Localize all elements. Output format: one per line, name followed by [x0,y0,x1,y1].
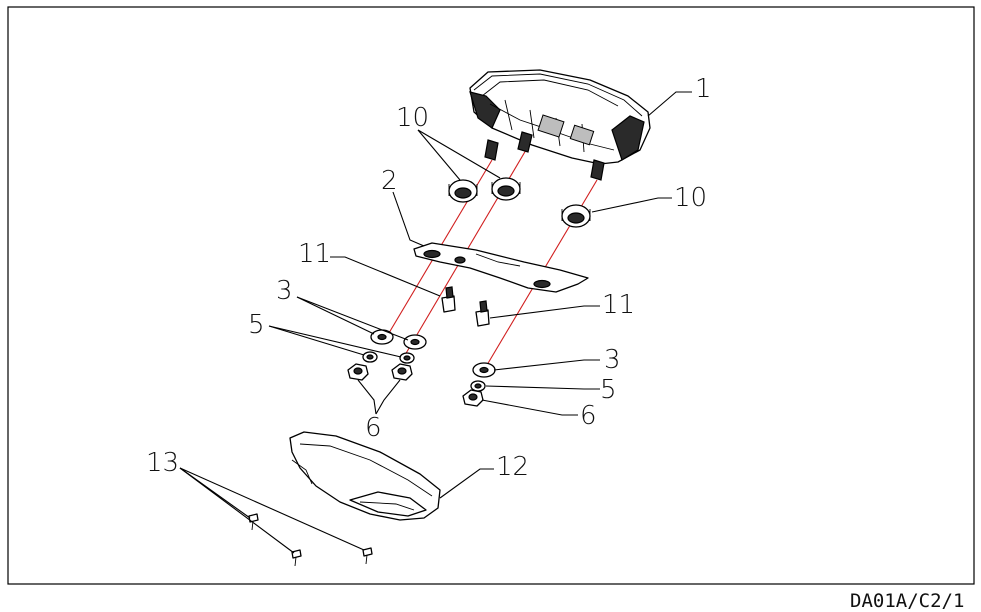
screws [248,513,373,567]
washers [370,329,496,378]
callout-11-left: 11 [298,239,331,269]
callout-10-upper: 10 [396,103,429,133]
drawing-frame [7,6,975,585]
callout-3-right: 3 [604,345,621,375]
callout-1: 1 [695,74,712,104]
callout-6-right: 6 [580,401,597,431]
spring-washers [362,351,486,392]
callout-10-right: 10 [674,183,707,213]
callout-11-right: 11 [602,290,635,320]
callout-5-right: 5 [600,375,617,405]
callout-5-left: 5 [248,310,265,340]
callout-2: 2 [381,166,398,196]
lower-cover [289,431,441,521]
grommets [448,177,591,228]
callout-13: 13 [146,448,179,478]
leader-lines [179,91,692,554]
callout-labels: 1 10 10 2 11 11 3 3 5 5 6 6 12 13 [146,74,712,482]
drawing-code: DA01A/C2/1 [850,590,964,612]
bolts [441,286,490,327]
nuts [347,363,484,407]
callout-12: 12 [496,452,529,482]
callout-6-left: 6 [365,413,382,443]
mounting-bracket [413,242,589,293]
callout-3-left: 3 [276,276,293,306]
instrument-cluster [469,69,651,181]
